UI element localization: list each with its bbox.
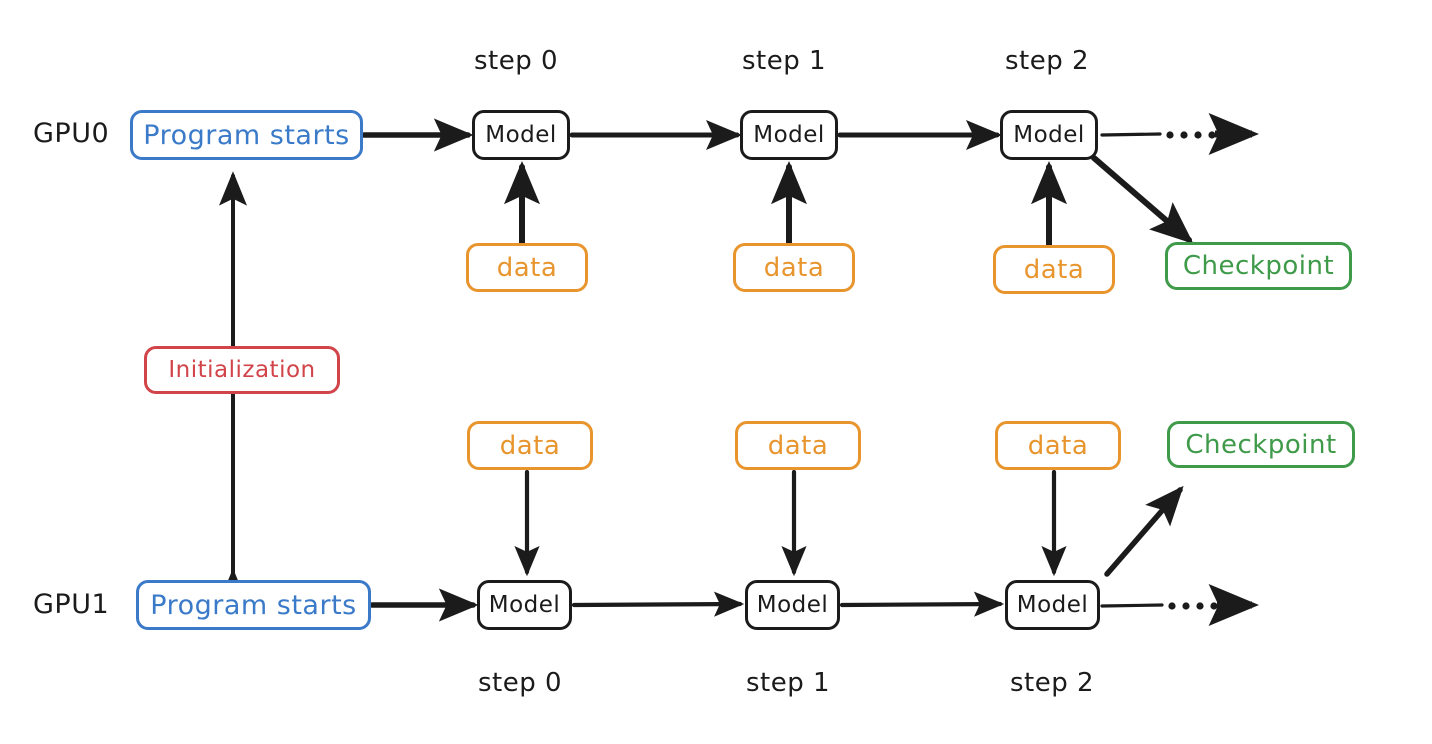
gpu0-data-node-step2[interactable]: data xyxy=(993,245,1115,294)
gpu1-step-label-0: step 0 xyxy=(478,668,563,698)
gpu1-model-node-step2[interactable]: Model xyxy=(1005,580,1100,630)
edge-gpu1-model1-to-model2 xyxy=(839,591,1005,617)
edge-gpu1-model2-to-checkpoint xyxy=(1104,485,1184,577)
gpu0-checkpoint-node[interactable]: Checkpoint xyxy=(1165,242,1352,290)
continuation-dots-gpu1 xyxy=(1168,602,1218,610)
continuation-dots-gpu0 xyxy=(1166,131,1216,139)
gpu0-program-starts-node[interactable]: Program starts xyxy=(130,110,363,160)
lane-label-gpu1: GPU1 xyxy=(33,589,110,620)
gpu1-step-label-1: step 1 xyxy=(746,668,831,698)
gpu0-model-node-step0[interactable]: Model xyxy=(472,110,570,160)
gpu1-model-node-step1[interactable]: Model xyxy=(745,580,840,630)
gpu0-model-node-step2[interactable]: Model xyxy=(1000,110,1098,160)
gpu1-data-node-step2[interactable]: data xyxy=(995,421,1121,470)
gpu0-step-label-2: step 2 xyxy=(1005,46,1090,76)
gpu0-data-node-step0[interactable]: data xyxy=(466,243,588,292)
edge-gpu1-model2-to-continuation xyxy=(1100,583,1260,626)
gpu1-program-starts-node[interactable]: Program starts xyxy=(136,580,371,630)
gpu1-model-node-step0[interactable]: Model xyxy=(477,580,572,630)
gpu1-step-label-2: step 2 xyxy=(1010,668,1095,698)
edge-gpu0-model2-to-checkpoint xyxy=(1091,155,1194,244)
gpu0-step-label-1: step 1 xyxy=(742,46,827,76)
gpu0-model-node-step1[interactable]: Model xyxy=(740,110,838,160)
edge-gpu0-model2-to-continuation xyxy=(1100,112,1260,155)
gpu1-checkpoint-node[interactable]: Checkpoint xyxy=(1167,421,1355,468)
edge-gpu1-model0-to-model1 xyxy=(571,591,745,617)
lane-label-gpu0: GPU0 xyxy=(33,118,110,149)
gpu1-data-node-step1[interactable]: data xyxy=(735,421,861,470)
gpu0-step-label-0: step 0 xyxy=(474,46,559,76)
gpu1-data-node-step0[interactable]: data xyxy=(467,421,593,470)
gpu0-data-node-step1[interactable]: data xyxy=(733,243,855,292)
initialization-node[interactable]: Initialization xyxy=(144,346,340,394)
